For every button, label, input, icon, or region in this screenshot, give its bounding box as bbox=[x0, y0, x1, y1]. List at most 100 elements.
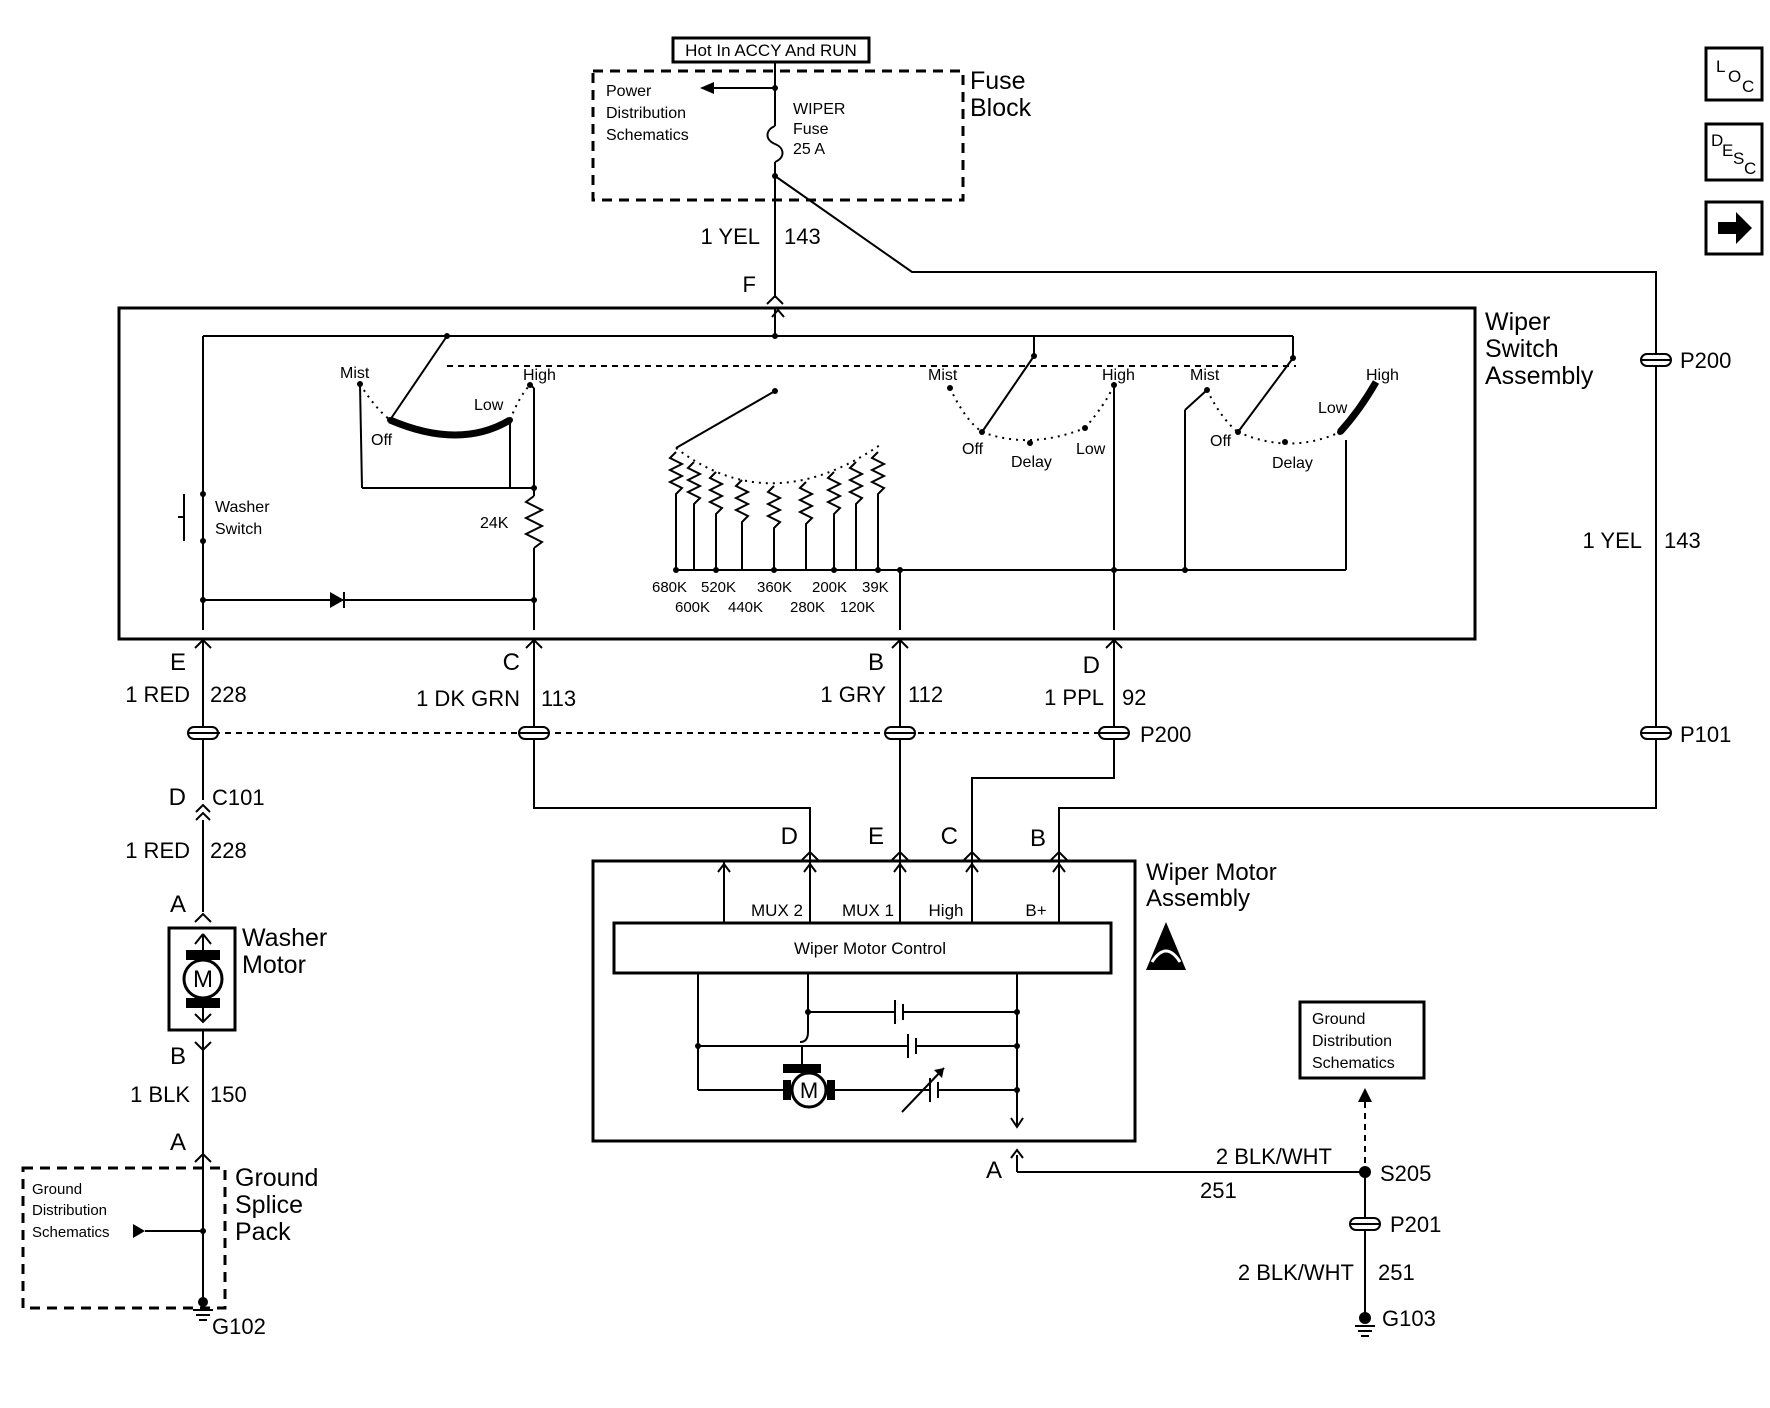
splice-pack-label-1: Ground bbox=[235, 1164, 318, 1192]
harness-conn-e: E bbox=[170, 649, 186, 676]
right-off-label: Off bbox=[1210, 433, 1232, 450]
wiper-motor-title-2: Assembly bbox=[1146, 885, 1250, 912]
right-delay-label: Delay bbox=[1272, 455, 1313, 472]
washer-switch-label-1: Washer bbox=[215, 499, 270, 516]
res-label-120k: 120K bbox=[840, 599, 875, 616]
ground-icon bbox=[193, 1297, 213, 1321]
right-gnd-wire-color-2: 2 BLK/WHT bbox=[1238, 1260, 1354, 1285]
left-off-label: Off bbox=[371, 432, 393, 449]
ground-g102-label: G102 bbox=[212, 1314, 266, 1339]
desc-label-d: D bbox=[1711, 131, 1723, 150]
wiper-fuse-label-2: Fuse bbox=[793, 121, 829, 138]
c101-pin-d: D bbox=[169, 784, 186, 811]
gnd-dist-right-2: Distribution bbox=[1312, 1033, 1392, 1050]
harness-conn-d: D bbox=[1083, 652, 1100, 679]
top-wire-circuit: 143 bbox=[784, 224, 821, 249]
mid-low-label: Low bbox=[1076, 441, 1106, 458]
next-page-button[interactable] bbox=[1704, 200, 1764, 256]
loc-label-c: C bbox=[1742, 77, 1754, 96]
splice-pin-a: A bbox=[170, 1129, 186, 1156]
right-ground-circuit: Ground Distribution Schematics 2 BLK/WHT… bbox=[1200, 1000, 1441, 1337]
right-gnd-wire-color: 2 BLK/WHT bbox=[1216, 1144, 1332, 1169]
gnd-dist-label-2: Distribution bbox=[32, 1202, 107, 1219]
loc-button[interactable]: L O C bbox=[1704, 46, 1764, 102]
washer-wire-circuit: 228 bbox=[210, 838, 247, 863]
arrow-left-icon bbox=[700, 82, 714, 94]
mid-delay-label: Delay bbox=[1011, 454, 1052, 471]
left-mist-label: Mist bbox=[340, 365, 370, 382]
connector-f-label: F bbox=[743, 272, 756, 297]
washer-pin-b: B bbox=[170, 1043, 186, 1070]
gnd-dist-label-3: Schematics bbox=[32, 1224, 110, 1241]
wire-e-circuit: 228 bbox=[210, 682, 247, 707]
r24k-label: 24K bbox=[480, 515, 509, 532]
wire-d-circuit: 92 bbox=[1122, 685, 1146, 710]
motor-pin-a: A bbox=[986, 1157, 1002, 1184]
ground-g103-icon bbox=[1355, 1312, 1375, 1337]
right-wire-circuit: 143 bbox=[1664, 528, 1701, 553]
hot-in-accy-run-label: Hot In ACCY And RUN bbox=[685, 41, 857, 60]
gnd-dist-right-1: Ground bbox=[1312, 1011, 1365, 1028]
splice-pack-label-3: Pack bbox=[235, 1218, 291, 1246]
desc-button[interactable]: D E S C bbox=[1704, 122, 1764, 182]
high-label: High bbox=[929, 901, 964, 920]
harness-conn-b: B bbox=[868, 649, 884, 676]
wiper-motor-symbol: M bbox=[800, 1078, 818, 1103]
left-low-label: Low bbox=[474, 397, 504, 414]
desc-label-e: E bbox=[1722, 141, 1733, 160]
p101-label: P101 bbox=[1680, 722, 1731, 747]
p200-upper-label: P200 bbox=[1680, 348, 1731, 373]
wire-d-color: 1 PPL bbox=[1044, 685, 1104, 710]
mid-high-label: High bbox=[1102, 367, 1135, 384]
motor-pin-b: B bbox=[1030, 825, 1046, 852]
motor-pin-d: D bbox=[781, 823, 798, 850]
switch-harness: E C B D 1 RED 228 1 DK GRN 113 1 GRY 112… bbox=[125, 348, 1731, 858]
washer-motor-symbol: M bbox=[193, 966, 213, 993]
res-label-680k: 680K bbox=[652, 579, 687, 596]
inline-connector-icon bbox=[187, 726, 1130, 740]
wiper-switch-assembly: Wiper Switch Assembly Mist High Low Off bbox=[117, 306, 1594, 641]
loc-label-l: L bbox=[1716, 57, 1725, 76]
loc-label-o: O bbox=[1728, 67, 1741, 86]
wiper-switch-title-3: Assembly bbox=[1485, 362, 1594, 390]
gnd-wire-circuit: 150 bbox=[210, 1082, 247, 1107]
wiper-switch-title-2: Switch bbox=[1485, 335, 1559, 363]
res-label-600k: 600K bbox=[675, 599, 710, 616]
p201-label: P201 bbox=[1390, 1212, 1441, 1237]
ground-g103-label: G103 bbox=[1382, 1306, 1436, 1331]
washer-pin-a: A bbox=[170, 891, 186, 918]
res-label-200k: 200K bbox=[812, 579, 847, 596]
right-gnd-wire-circuit: 251 bbox=[1200, 1178, 1237, 1203]
gnd-dist-right-3: Schematics bbox=[1312, 1055, 1395, 1072]
power-dist-label-3: Schematics bbox=[606, 127, 689, 144]
wire-c-color: 1 DK GRN bbox=[416, 686, 520, 711]
wiper-motor-control-label: Wiper Motor Control bbox=[794, 939, 946, 958]
top-feed-wire: 1 YEL 143 F bbox=[700, 175, 1657, 356]
wire-b-circuit: 112 bbox=[908, 682, 943, 707]
fuse-block-label: Fuse bbox=[970, 67, 1026, 95]
wiper-fuse-label-1: WIPER bbox=[793, 101, 845, 118]
wiper-switch-title-1: Wiper bbox=[1485, 308, 1550, 336]
wire-e-color: 1 RED bbox=[125, 682, 190, 707]
res-label-39k: 39K bbox=[862, 579, 889, 596]
right-gnd-wire-circuit-2: 251 bbox=[1378, 1260, 1415, 1285]
washer-motor-circuit: D C101 1 RED 228 A M Washer Motor B 1 BL… bbox=[21, 784, 327, 1339]
right-high-label: High bbox=[1366, 367, 1399, 384]
right-mist-label: Mist bbox=[1190, 367, 1220, 384]
washer-motor-icon bbox=[194, 933, 212, 950]
left-high-label: High bbox=[523, 367, 556, 384]
wiper-motor-title-1: Wiper Motor bbox=[1146, 859, 1277, 886]
wiper-motor-assembly: D E C B Wiper Motor Assembly MUX 2 MUX 1… bbox=[591, 823, 1365, 1184]
right-wire-color: 1 YEL bbox=[1582, 528, 1642, 553]
gnd-wire-color: 1 BLK bbox=[130, 1082, 190, 1107]
arrow-right-small-icon bbox=[133, 1224, 145, 1238]
wiper-fuse-label-3: 25 A bbox=[793, 141, 825, 158]
res-label-360k: 360K bbox=[757, 579, 792, 596]
power-dist-label-1: Power bbox=[606, 83, 652, 100]
fuse-block: Hot In ACCY And RUN Fuse Block Power Dis… bbox=[591, 36, 1032, 202]
esd-warning-icon bbox=[1146, 922, 1186, 970]
arrow-right-icon bbox=[1718, 212, 1752, 244]
wire-b-color: 1 GRY bbox=[820, 682, 886, 707]
top-wire-color: 1 YEL bbox=[700, 224, 760, 249]
